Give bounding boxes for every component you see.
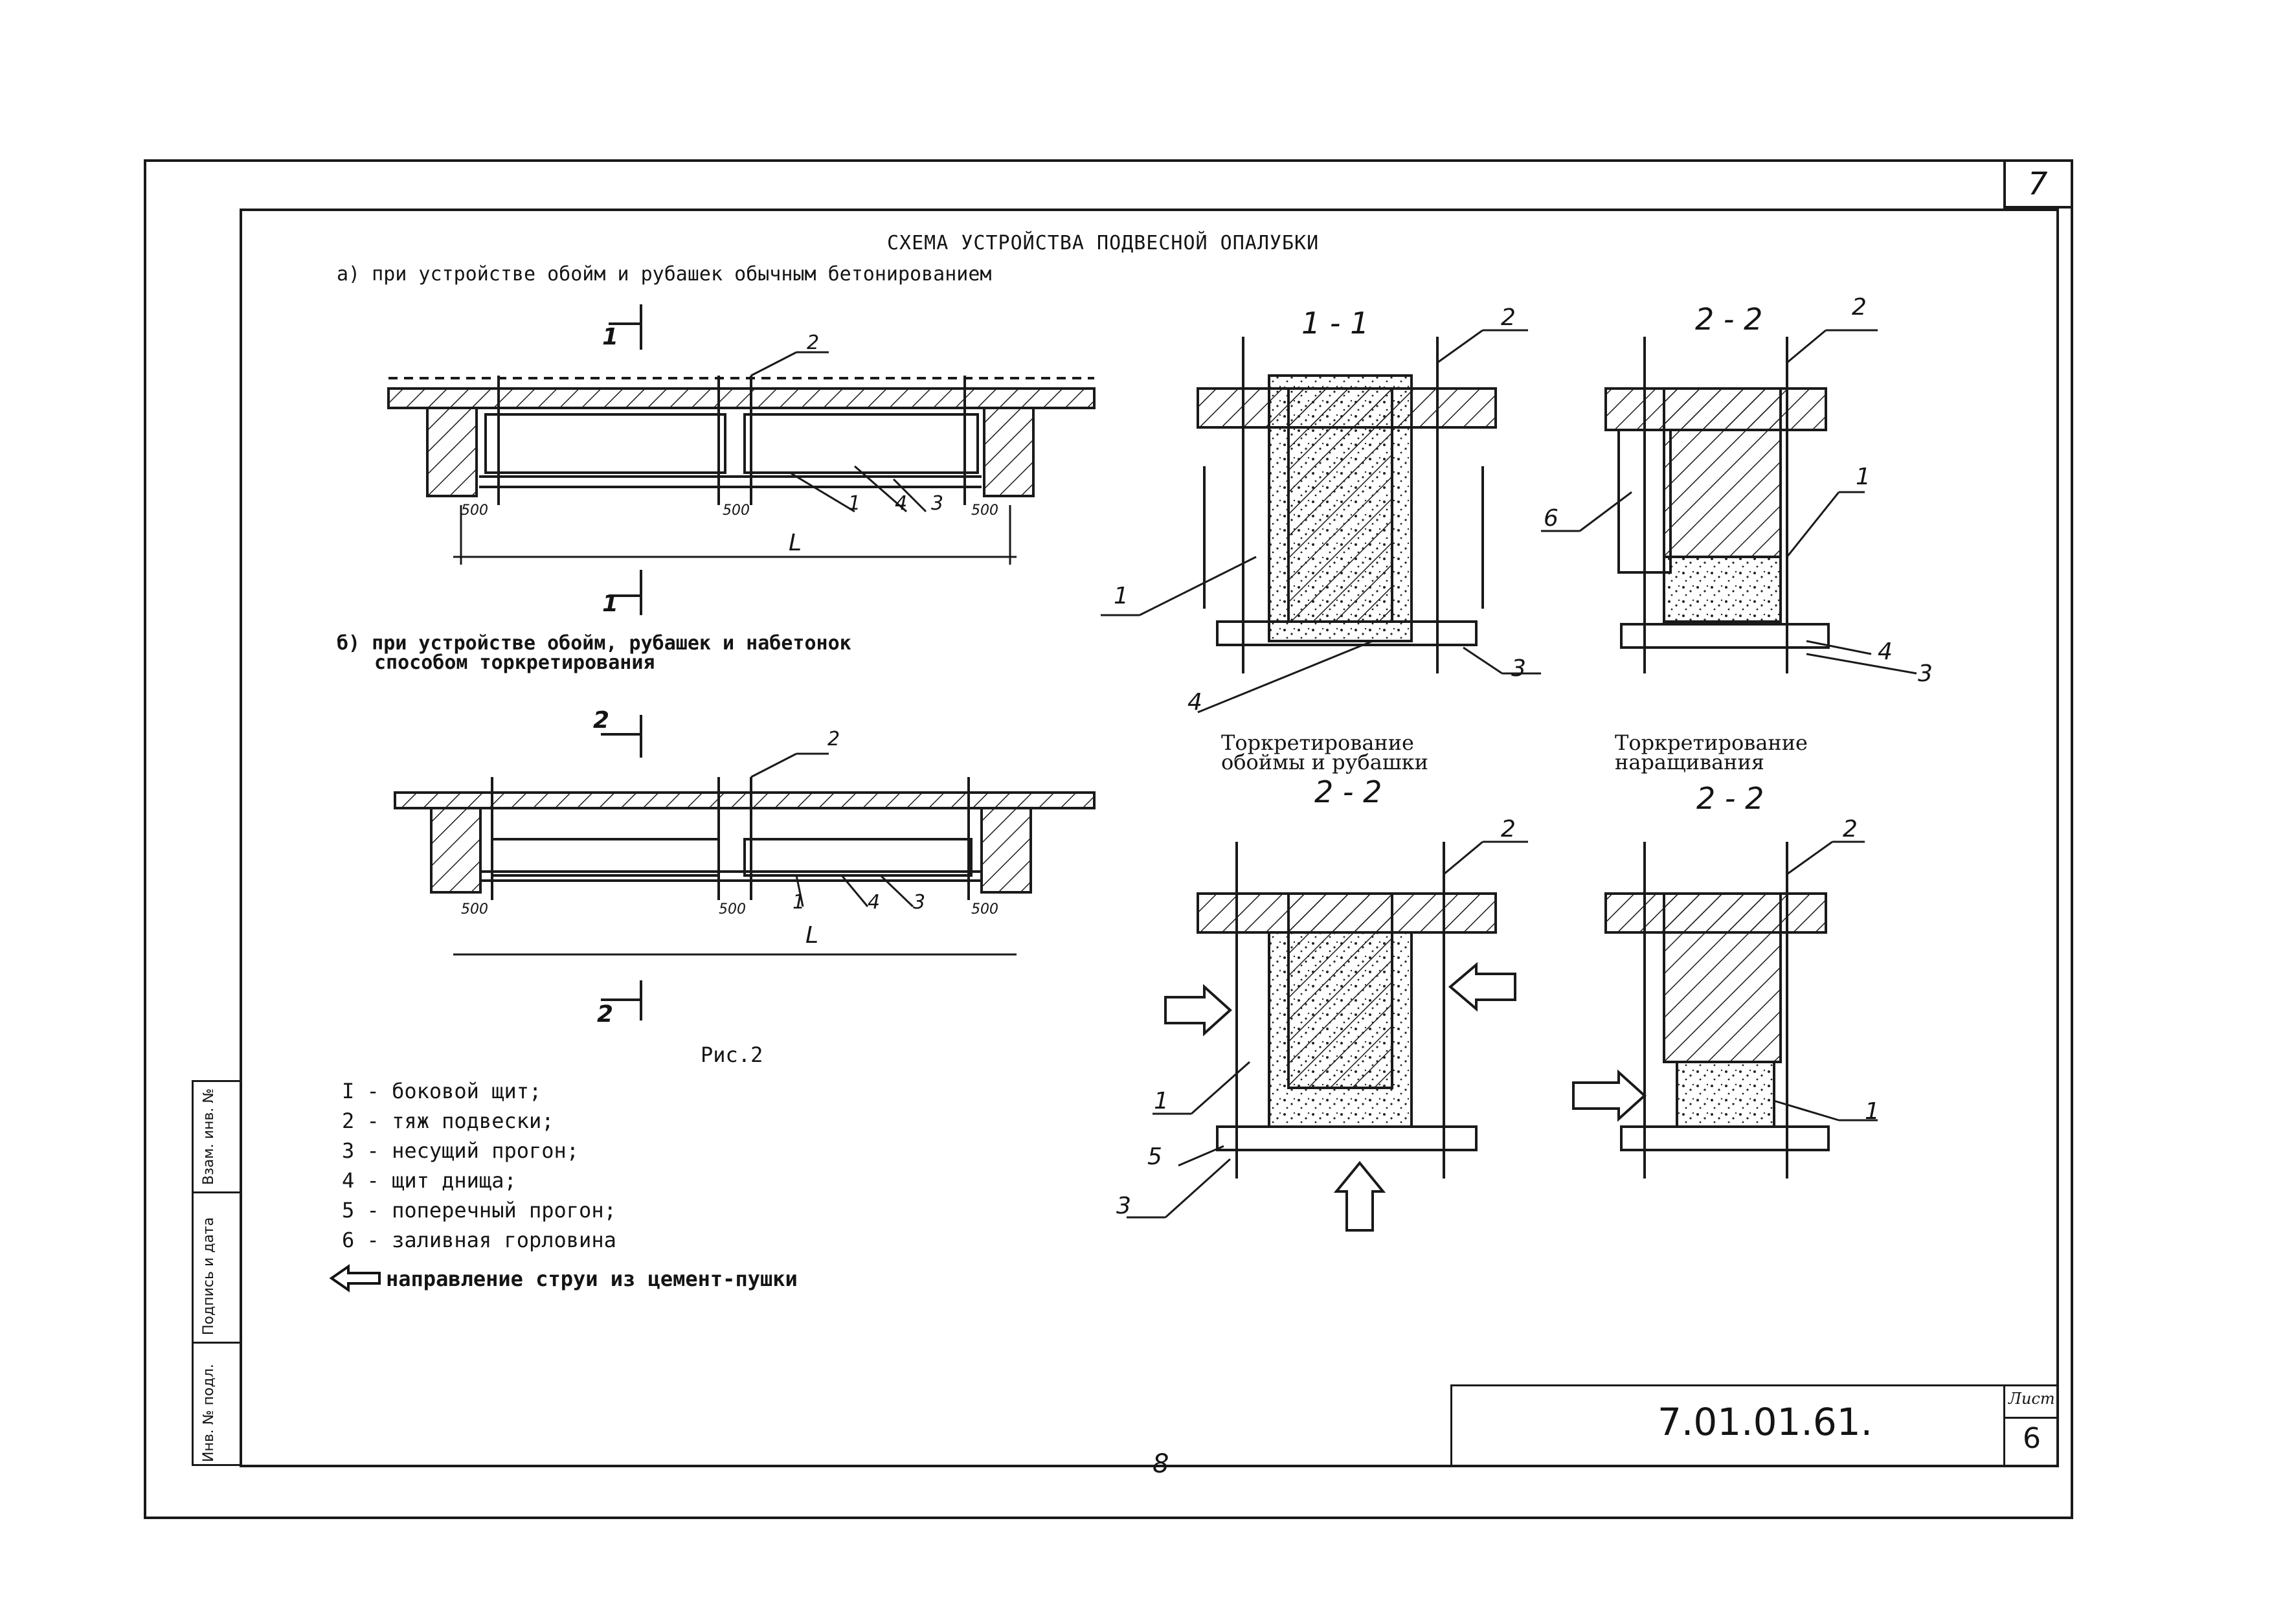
label-6-s22u: 6 — [1544, 505, 1558, 532]
section-title-2-2-upper: 2 - 2 — [1695, 302, 1763, 337]
elevation-b — [394, 715, 1096, 1021]
cut-1-bottom: 1 — [602, 591, 619, 617]
section-2-2-upper — [1541, 329, 1917, 675]
label-1-s22ll: 1 — [1154, 1088, 1169, 1114]
title-block-divider-h — [2003, 1417, 2059, 1419]
legend-arrow-note: направление струи из цемент-пушки — [386, 1267, 798, 1291]
label-2-a: 2 — [807, 332, 820, 354]
caption-torkret-2-line1: Торкретирование — [1615, 730, 1808, 755]
caption-torkret-1-line2: обоймы и рубашки — [1221, 750, 1428, 774]
label-4-a: 4 — [895, 492, 908, 515]
caption-torkret-1-line1: Торкретирование — [1221, 730, 1414, 755]
dim-500-b-left: 500 — [461, 901, 488, 918]
label-4-b: 4 — [868, 891, 881, 914]
section-title-2-2-lower-right: 2 - 2 — [1696, 781, 1764, 816]
label-1-s22lr: 1 — [1865, 1098, 1880, 1125]
legend: I - боковой щит; 2 - тяж подвески; 3 - н… — [342, 1079, 616, 1257]
label-1-a: 1 — [848, 492, 861, 515]
dim-500-a-right: 500 — [971, 502, 998, 519]
label-4-s22u: 4 — [1878, 638, 1893, 665]
dim-500-b-mid: 500 — [719, 901, 746, 918]
label-1-b: 1 — [793, 891, 805, 914]
label-3-s22u: 3 — [1918, 660, 1933, 687]
label-5-s22ll: 5 — [1147, 1144, 1162, 1170]
legend-item-5: 5 - поперечный прогон; — [342, 1198, 616, 1223]
list-label: Лист — [2008, 1390, 2055, 1408]
section-title-2-2-lower-left: 2 - 2 — [1314, 774, 1382, 809]
cut-2-bottom: 2 — [597, 1001, 614, 1028]
caption-torkret-2-line2: наращивания — [1615, 750, 1764, 774]
label-3-b: 3 — [913, 891, 926, 914]
section-2-2-lower-right — [1572, 840, 1878, 1179]
legend-item-4: 4 - щит днища; — [342, 1168, 517, 1193]
label-4-s11: 4 — [1187, 689, 1202, 716]
dim-L-b: L — [805, 922, 819, 949]
list-number: 6 — [2023, 1422, 2041, 1455]
label-3-s22ll: 3 — [1116, 1193, 1131, 1219]
label-1-s22u: 1 — [1856, 464, 1871, 490]
dim-L-a: L — [789, 530, 802, 556]
label-2-s22ll: 2 — [1501, 816, 1516, 842]
figure-caption: Рис.2 — [701, 1043, 763, 1067]
drawing-title: СХЕМА УСТРОЙСТВА ПОДВЕСНОЙ ОПАЛУБКИ — [887, 232, 1320, 254]
side-stamp-divider-2 — [192, 1342, 242, 1344]
elevation-a — [387, 304, 1096, 615]
subtitle-b-line2: способом торкретирования — [374, 651, 655, 674]
label-2-s22lr: 2 — [1843, 816, 1858, 842]
legend-item-1: I - боковой щит; — [342, 1079, 542, 1103]
doc-code: 7.01.01.61. — [1658, 1400, 1873, 1444]
dim-500-a-mid: 500 — [723, 502, 750, 519]
legend-item-2: 2 - тяж подвески; — [342, 1109, 554, 1133]
label-3-a: 3 — [931, 492, 944, 515]
dim-500-a-left: 500 — [461, 502, 488, 519]
dim-500-b-right: 500 — [971, 901, 998, 918]
title-block — [1450, 1384, 2059, 1467]
cut-2-top: 2 — [593, 707, 610, 734]
section-title-1-1: 1 - 1 — [1301, 306, 1369, 341]
label-3-s11: 3 — [1511, 655, 1526, 682]
side-stamp — [192, 1080, 242, 1466]
outer-sheet-border — [144, 159, 2073, 1519]
page-number-box — [2003, 159, 2073, 209]
subtitle-b-line1: б) при устройстве обойм, рубашек и набет… — [337, 632, 851, 655]
legend-item-6: 6 - заливная горловина — [342, 1228, 616, 1252]
title-block-divider — [2003, 1384, 2005, 1467]
page-number-bottom: 8 — [1153, 1449, 1169, 1479]
label-2-b: 2 — [827, 728, 840, 750]
section-2-2-lower-left — [1127, 840, 1528, 1232]
subtitle-a: а) при устройстве обойм и рубашек обычны… — [337, 263, 992, 286]
cut-1-top: 1 — [602, 324, 619, 350]
side-stamp-divider-1 — [192, 1191, 242, 1193]
section-1-1 — [1101, 329, 1541, 714]
label-2-s11: 2 — [1501, 304, 1516, 331]
label-2-s22u: 2 — [1852, 294, 1867, 321]
legend-arrow-icon — [329, 1264, 381, 1292]
inner-drawing-frame — [240, 209, 2059, 1467]
label-1-s11: 1 — [1114, 583, 1129, 609]
page-number-top: 7 — [2028, 166, 2048, 202]
legend-item-3: 3 - несущий прогон; — [342, 1138, 579, 1163]
